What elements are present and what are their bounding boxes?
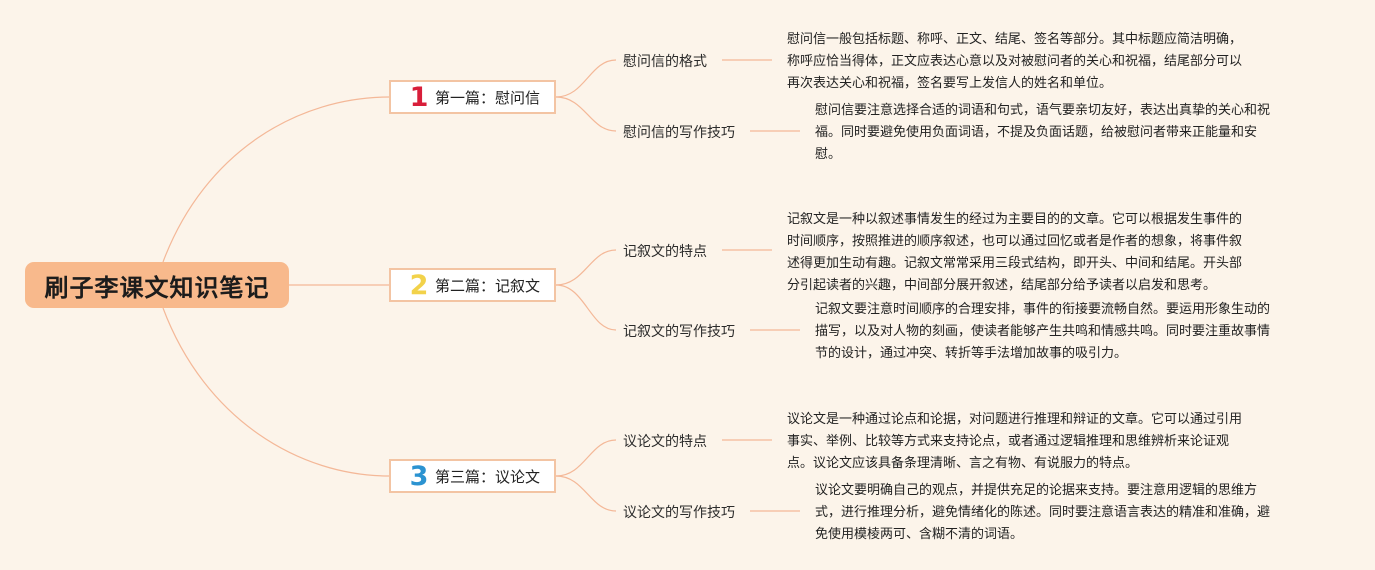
topic-node-1-2[interactable]: 慰问信的写作技巧 (623, 125, 735, 141)
topic-node-3-1[interactable]: 议论文的特点 (623, 434, 707, 450)
chapter-title-3: 第三篇：议论文 (435, 467, 541, 486)
connector-ch2-t2 (555, 284, 617, 331)
connector-root-ch3 (162, 307, 390, 477)
chapter-node-3[interactable]: 3 第三篇：议论文 (389, 459, 556, 493)
chapter-number-1: 1 (409, 81, 429, 113)
connector-ch1-t2 (555, 96, 617, 132)
topic-node-3-2[interactable]: 议论文的写作技巧 (623, 505, 735, 521)
connector-ch3-t1 (555, 439, 617, 477)
note-2-2: 记叙文要注意时间顺序的合理安排，事件的衔接要流畅自然。要运用形象生动的 描写，以… (815, 302, 1271, 361)
note-2-1: 记叙文是一种以叙述事情发生的经过为主要目的的文章。它可以根据发生事件的 时间顺序… (787, 212, 1243, 293)
topic-node-2-2[interactable]: 记叙文的写作技巧 (623, 324, 735, 340)
root-title: 刷子李课文知识笔记 (44, 273, 270, 302)
chapter-title-1: 第一篇：慰问信 (435, 88, 541, 107)
chapter-number-2: 2 (409, 269, 429, 301)
chapter-number-3: 3 (409, 460, 429, 492)
chapter-node-1[interactable]: 1 第一篇：慰问信 (389, 80, 556, 114)
chapter-title-2: 第二篇：记叙文 (435, 276, 541, 295)
connector-ch2-t1 (555, 249, 617, 286)
topic-node-2-1[interactable]: 记叙文的特点 (623, 244, 707, 260)
topic-node-1-1[interactable]: 慰问信的格式 (623, 54, 707, 70)
note-3-1: 议论文是一种通过论点和论据，对问题进行推理和辩证的文章。它可以通过引用 事实、举… (787, 412, 1243, 471)
note-1-1: 慰问信一般包括标题、称呼、正文、结尾、签名等部分。其中标题应简洁明确， 称呼应恰… (787, 32, 1243, 91)
connector-ch3-t2 (555, 475, 617, 512)
note-1-2: 慰问信要注意选择合适的词语和句式，语气要亲切友好，表达出真挚的关心和祝 福。同时… (815, 103, 1271, 162)
connector-ch1-t1 (555, 59, 617, 98)
connector-root-ch1 (162, 96, 390, 263)
root-node[interactable]: 刷子李课文知识笔记 (25, 262, 289, 308)
chapter-node-2[interactable]: 2 第二篇：记叙文 (389, 268, 556, 302)
note-3-2: 议论文要明确自己的观点，并提供充足的论据来支持。要注意用逻辑的思维方 式，进行推… (815, 483, 1271, 542)
